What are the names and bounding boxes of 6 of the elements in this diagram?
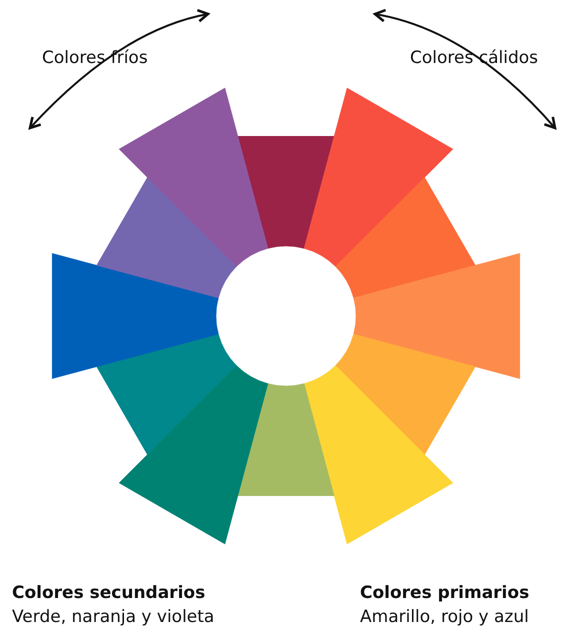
section-description: Amarillo, rojo y azul [360, 607, 529, 627]
section-description: Verde, naranja y violeta [12, 607, 214, 627]
section-heading: Colores primarios [360, 583, 530, 603]
section-heading: Colores secundarios [12, 583, 206, 603]
group-label: Colores cálidos [410, 48, 538, 68]
group-label: Colores fríos [42, 48, 148, 68]
